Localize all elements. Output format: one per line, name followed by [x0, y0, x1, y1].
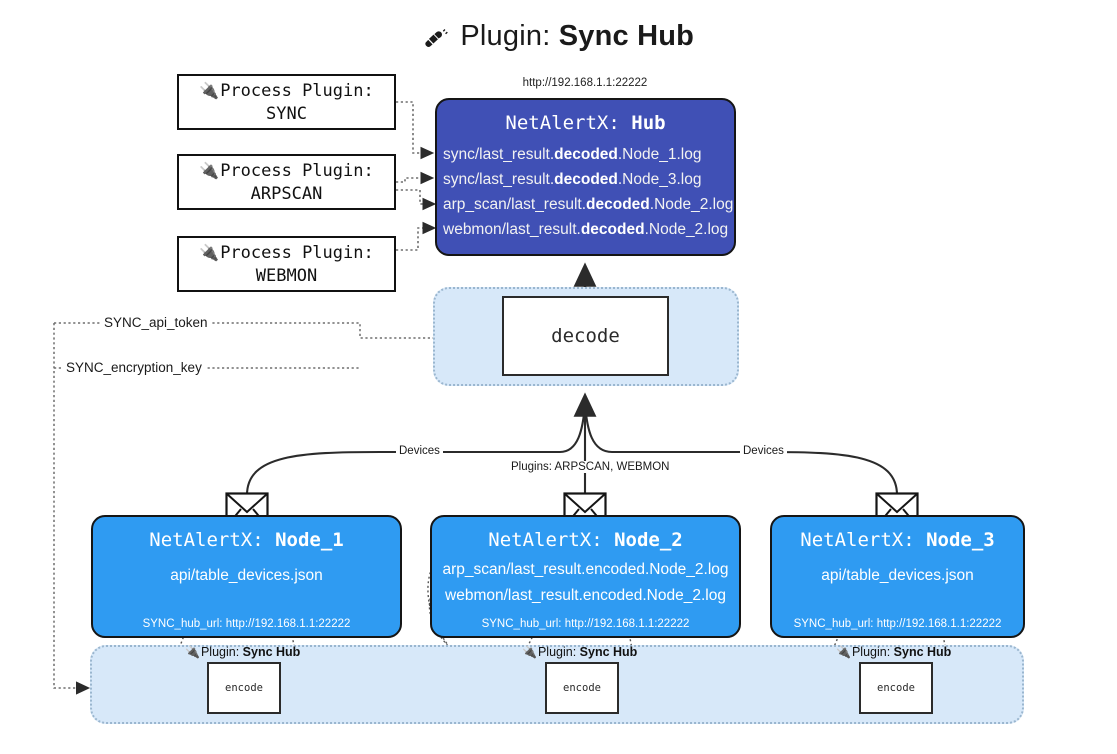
page-title-prefix: Plugin:: [460, 20, 551, 52]
encoder-tag-name: Sync Hub: [579, 645, 638, 659]
hub-log-pre: arp_scan/last_result.: [443, 196, 587, 213]
process-plugin-name: ARPSCAN: [250, 183, 323, 204]
hub-log-post: .Node_3.log: [617, 171, 702, 188]
sync-api-token-label: SYNC_api_token: [100, 315, 212, 330]
node-hub-url: SYNC_hub_url: http://192.168.1.1:22222: [142, 618, 351, 630]
hub-log-line: webmon/last_result.decoded.Node_2.log: [437, 217, 734, 242]
hub-log-line: sync/last_result.decoded.Node_1.log: [437, 142, 734, 167]
decode-box[interactable]: decode: [502, 296, 669, 376]
hub-log-pre: sync/last_result.: [443, 171, 555, 188]
node-line: api/table_devices.json: [170, 567, 323, 584]
node-hub-url: SYNC_hub_url: http://192.168.1.1:22222: [793, 618, 1002, 630]
hub-log-post: .Node_2.log: [644, 221, 729, 238]
node-name: Node_3: [926, 529, 995, 551]
node-box-node-3[interactable]: NetAlertX: Node_3 api/table_devices.json…: [770, 515, 1025, 638]
edge-sync-to-hub-log1: [396, 101, 435, 160]
node-title: NetAlertX: Node_2: [432, 529, 739, 551]
hub-log-pre: webmon/last_result.: [443, 221, 581, 238]
node-name: Node_1: [275, 529, 344, 551]
devices-label-right: Devices: [740, 445, 787, 457]
node-app: NetAlertX:: [149, 529, 264, 551]
plug-icon: 🔌: [199, 80, 220, 100]
encoder-tag-prefix: Plugin:: [851, 645, 891, 659]
edge-api-token-to-decode: [54, 322, 503, 344]
process-plugin-sync[interactable]: 🔌Process Plugin: SYNC: [177, 74, 396, 130]
encoder-plugin-tag-2: 🔌Plugin: Sync Hub: [522, 645, 637, 659]
process-plugin-label: Process Plugin:: [220, 160, 374, 181]
plug-icon: 🔌: [522, 645, 537, 659]
hub-log-post: .Node_2.log: [649, 196, 734, 213]
encode-box-1[interactable]: encode: [207, 662, 281, 714]
process-plugin-label: Process Plugin:: [220, 80, 374, 101]
sync-encryption-key-label: SYNC_encryption_key: [62, 360, 206, 375]
node-box-node-2[interactable]: NetAlertX: Node_2 arp_scan/last_result.e…: [430, 515, 741, 638]
node-line: api/table_devices.json: [821, 567, 974, 584]
plug-icon: 🔌: [836, 645, 851, 659]
process-plugin-arpscan[interactable]: 🔌Process Plugin: ARPSCAN: [177, 154, 396, 210]
encoder-tag-prefix: Plugin:: [537, 645, 577, 659]
node-title: NetAlertX: Node_3: [772, 529, 1023, 551]
page-title-name: Sync Hub: [558, 20, 695, 52]
hub-url-label: http://192.168.1.1:22222: [522, 77, 648, 89]
hub-box[interactable]: NetAlertX: Hub sync/last_result.decoded.…: [435, 98, 736, 256]
plug-icon: 🔌: [185, 645, 200, 659]
process-plugin-label: Process Plugin:: [220, 242, 374, 263]
plugins-label-mid: Plugins: ARPSCAN, WEBMON: [508, 461, 673, 473]
hub-log-em: decoded: [580, 221, 645, 238]
process-plugin-name: WEBMON: [255, 265, 318, 286]
edge-arpscan-to-hub-log3: [396, 189, 437, 211]
edge-webmon-to-hub-log4: [396, 221, 437, 251]
process-plugin-name: SYNC: [266, 103, 307, 124]
hub-log-em: decoded: [554, 146, 618, 163]
hub-log-line: sync/last_result.decoded.Node_3.log: [437, 167, 734, 192]
hub-log-line: arp_scan/last_result.decoded.Node_2.log: [437, 192, 734, 217]
edge-encryption-key-to-encoders: [53, 323, 91, 695]
encoder-plugin-tag-3: 🔌Plugin: Sync Hub: [836, 645, 951, 659]
encode-box-3[interactable]: encode: [859, 662, 933, 714]
plug-icon: 🔌: [199, 242, 220, 262]
plug-icon: [423, 23, 456, 53]
node-app: NetAlertX:: [800, 529, 915, 551]
edge-node1-devices-to-decode: [245, 403, 587, 496]
process-plugin-webmon[interactable]: 🔌Process Plugin: WEBMON: [177, 236, 396, 292]
encoder-tag-name: Sync Hub: [242, 645, 301, 659]
devices-label-left: Devices: [396, 445, 443, 457]
hub-name: Hub: [631, 112, 666, 134]
encoder-plugin-tag-1: 🔌Plugin: Sync Hub: [185, 645, 300, 659]
edge-node2-logs2-to-encode: [428, 593, 521, 691]
node-line: arp_scan/last_result.encoded.Node_2.log: [442, 561, 729, 578]
node-name: Node_2: [614, 529, 683, 551]
hub-log-post: .Node_1.log: [617, 146, 702, 163]
node-hub-url: SYNC_hub_url: http://192.168.1.1:22222: [481, 618, 690, 630]
plug-icon: 🔌: [199, 160, 220, 180]
node-app: NetAlertX:: [488, 529, 603, 551]
hub-app: NetAlertX:: [505, 112, 620, 134]
encode-box-2[interactable]: encode: [545, 662, 619, 714]
node-line: webmon/last_result.encoded.Node_2.log: [445, 587, 726, 604]
page-title: Plugin: Sync Hub: [0, 16, 1117, 58]
encoder-tag-prefix: Plugin:: [200, 645, 240, 659]
node-box-node-1[interactable]: NetAlertX: Node_1 api/table_devices.json…: [91, 515, 402, 638]
hub-title: NetAlertX: Hub: [437, 112, 734, 134]
edge-sync-to-hub-log2: [396, 171, 435, 185]
hub-log-em: decoded: [586, 196, 650, 213]
node-title: NetAlertX: Node_1: [93, 529, 400, 551]
hub-log-em: decoded: [554, 171, 618, 188]
encoder-tag-name: Sync Hub: [893, 645, 952, 659]
hub-log-pre: sync/last_result.: [443, 146, 555, 163]
